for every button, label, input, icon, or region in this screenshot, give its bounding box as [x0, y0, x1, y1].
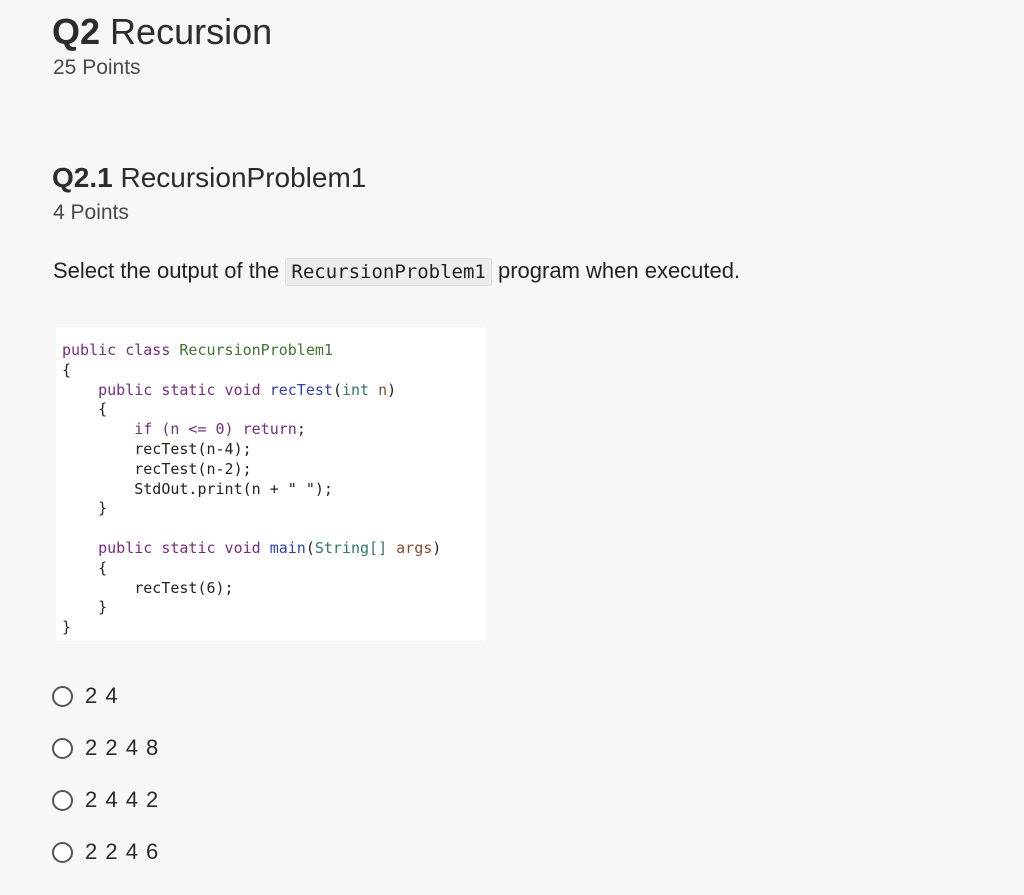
code-param: args	[387, 538, 433, 557]
question-title-text: Recursion	[110, 11, 273, 52]
code-function-name: main	[269, 538, 306, 557]
answer-option-label: 2 2 4 6	[85, 839, 160, 864]
code-image: public class RecursionProblem1 { public …	[56, 327, 486, 641]
inline-code: RecursionProblem1	[285, 258, 492, 286]
answer-option[interactable]: 2 2 4 8	[52, 722, 159, 774]
code-keyword: public class	[62, 341, 180, 359]
code-block: public class RecursionProblem1 { public …	[62, 341, 441, 638]
code-punct: (	[305, 538, 315, 557]
code-type: String[]	[314, 538, 388, 557]
code-line: StdOut.print(n + " ");	[62, 479, 333, 498]
code-line: {	[62, 360, 72, 379]
subquestion-title-text: RecursionProblem1	[120, 162, 367, 193]
code-keyword: public static void	[62, 538, 270, 557]
code-line: }	[62, 598, 108, 617]
subquestion-points: 4 Points	[53, 201, 129, 224]
radio-button[interactable]	[52, 841, 73, 863]
code-keyword: return	[242, 420, 297, 439]
question-title: Q2 Recursion	[52, 10, 272, 54]
code-param: n	[369, 380, 388, 399]
code-line: recTest(6);	[62, 578, 234, 597]
question-prompt: Select the output of the RecursionProble…	[53, 254, 740, 289]
code-punct: )	[432, 538, 442, 557]
code-line: }	[62, 499, 108, 518]
code-punct: (	[332, 380, 342, 399]
code-line: {	[62, 400, 108, 419]
question-number: Q2	[52, 11, 101, 52]
code-line: {	[62, 558, 108, 577]
prompt-text-after: program when executed.	[491, 258, 741, 283]
code-function-name: recTest	[269, 380, 333, 399]
code-line: recTest(n-4);	[62, 439, 252, 458]
answer-option[interactable]: 2 4 4 2	[52, 774, 159, 826]
code-line: }	[62, 618, 72, 637]
answer-option-label: 2 4 4 2	[85, 787, 160, 812]
code-keyword: public static void	[62, 380, 270, 399]
code-class-name: RecursionProblem1	[179, 341, 333, 359]
answer-option[interactable]: 2 2 4 6	[52, 826, 159, 878]
answer-option-label: 2 4	[85, 683, 119, 708]
code-punct: ;	[296, 420, 306, 439]
code-line: if (n <= 0)	[62, 420, 243, 439]
question-points: 25 Points	[53, 56, 141, 79]
subquestion-number: Q2.1	[52, 162, 113, 193]
radio-button[interactable]	[52, 789, 73, 811]
code-type: int	[341, 380, 370, 399]
radio-button[interactable]	[52, 685, 73, 707]
subquestion-title: Q2.1 RecursionProblem1	[52, 160, 366, 196]
answer-options: 2 4 2 2 4 8 2 4 4 2 2 2 4 6	[52, 670, 159, 878]
code-punct: )	[387, 380, 397, 399]
answer-option[interactable]: 2 4	[52, 670, 159, 722]
prompt-text-before: Select the output of the	[53, 258, 286, 283]
code-line: recTest(n-2);	[62, 459, 252, 478]
radio-button[interactable]	[52, 737, 73, 759]
answer-option-label: 2 2 4 8	[85, 735, 160, 760]
